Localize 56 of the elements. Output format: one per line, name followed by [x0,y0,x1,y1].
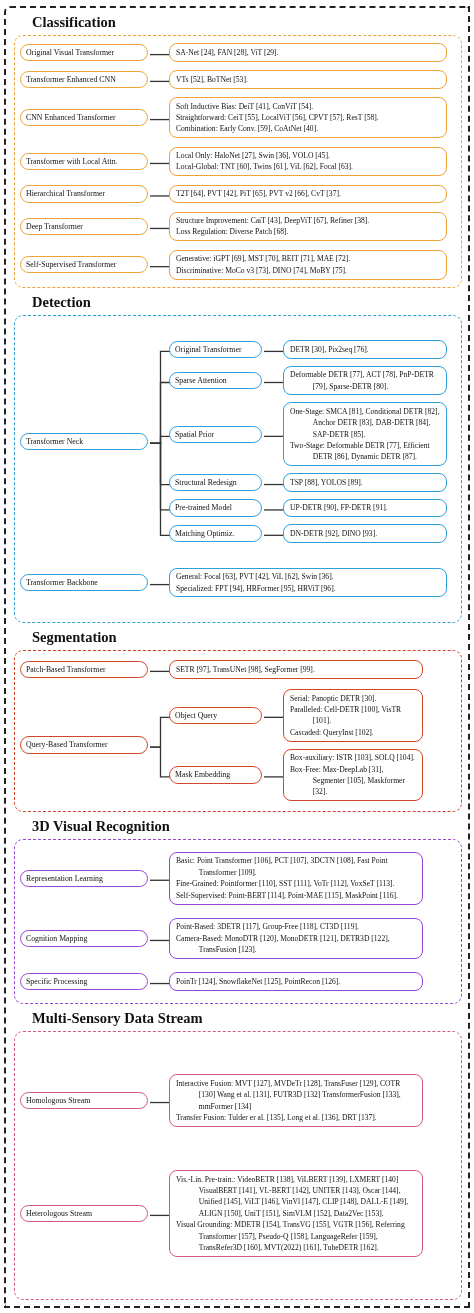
category-pill [20,432,148,450]
category-pill [20,256,148,274]
category-pill [169,340,262,359]
reference-box [283,365,447,396]
reference-box [169,1170,423,1257]
category-pill [20,660,148,679]
reference-box [283,340,447,359]
reference-box [283,473,447,492]
reference-box [169,852,423,905]
category-pill [20,972,148,991]
category-pill [20,185,148,203]
category-pill [20,1204,148,1223]
section-frame [14,35,462,289]
category-pill [169,706,262,724]
category-pill [169,371,262,390]
category-pill [20,108,148,127]
reference-box [169,211,447,242]
section-frame [14,838,462,1005]
reference-box [283,524,447,543]
category-pill [20,736,148,754]
reference-box [169,146,447,177]
category-pill [20,1091,148,1110]
category-pill [20,869,148,887]
category-pill [169,766,262,784]
reference-box [169,43,447,62]
category-pill [20,70,148,89]
section-heading: Segmentation [32,628,117,646]
category-pill [169,425,262,443]
section-frame [14,649,462,812]
reference-box [169,972,423,991]
reference-box [283,498,447,518]
reference-box [169,917,423,960]
reference-box [283,689,423,742]
category-pill [20,43,148,62]
category-pill [20,573,148,592]
section-heading: 3D Visual Recognition [32,817,170,835]
category-pill [169,524,262,542]
reference-box [169,1074,423,1127]
reference-box [169,184,447,204]
reference-box [283,402,447,467]
reference-box [283,748,423,802]
category-pill [20,152,148,171]
reference-box [169,660,423,679]
reference-box [169,97,447,139]
section-frame [14,1031,462,1300]
section-heading: Classification [32,14,116,31]
reference-box [169,567,447,598]
reference-box [169,70,447,89]
section-frame [14,315,462,623]
reference-box [169,249,447,280]
category-pill [169,499,262,517]
section-heading: Multi-Sensory Data Stream [32,1010,203,1028]
category-pill [20,217,148,236]
section-heading: Detection [32,294,91,312]
category-pill [169,473,262,492]
category-pill [20,929,148,948]
